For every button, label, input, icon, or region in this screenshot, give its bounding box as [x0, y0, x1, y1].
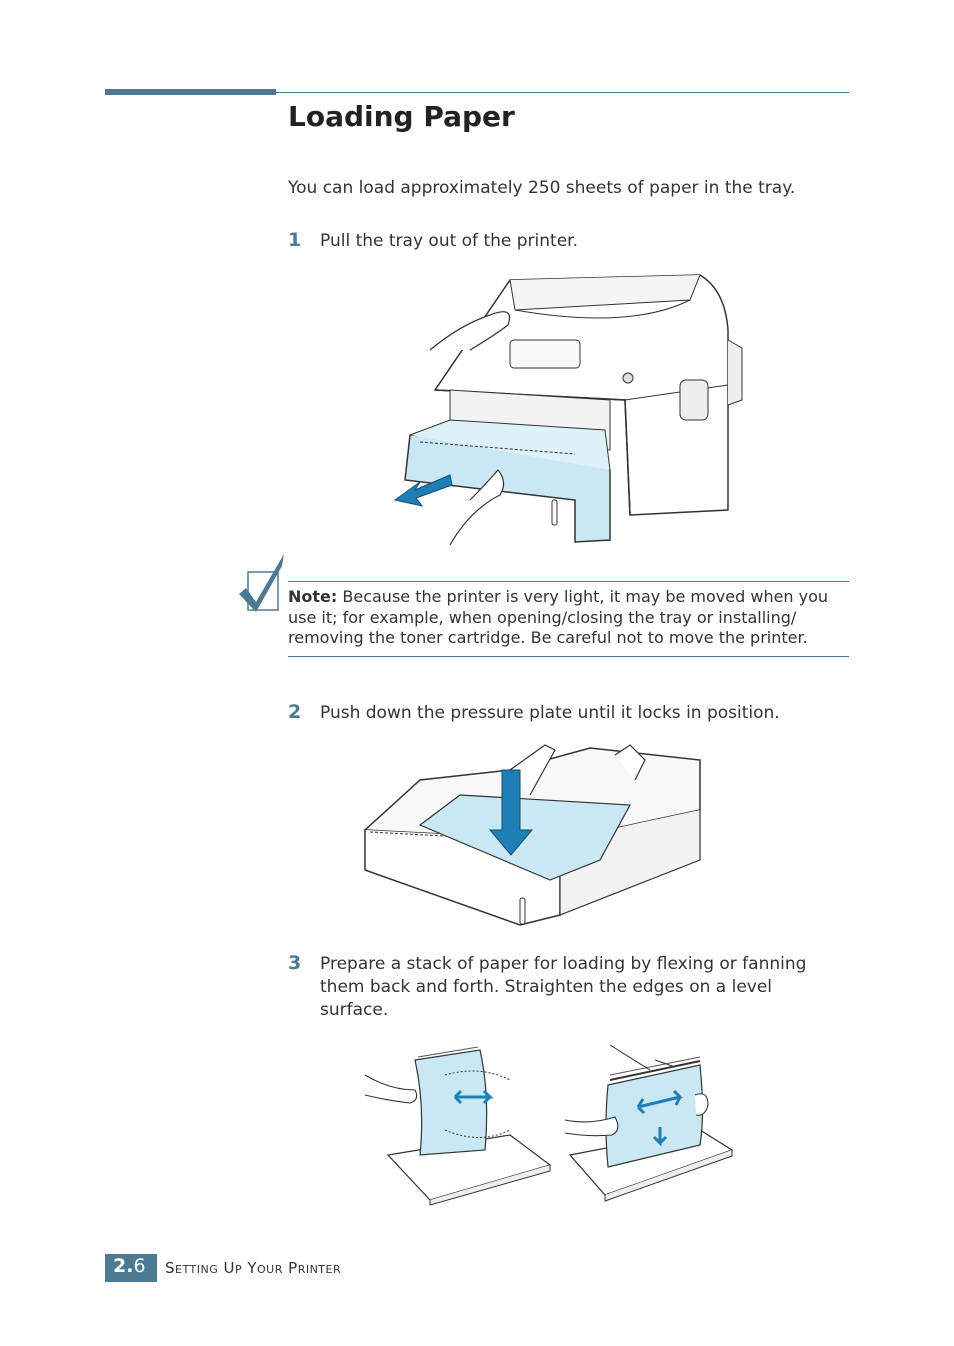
footer-section-title: Setting Up Your Printer — [165, 1259, 342, 1277]
checkmark-note-icon — [239, 554, 284, 612]
step-2-text: Push down the pressure plate until it lo… — [320, 703, 780, 723]
fan-paper-illustration — [364, 1044, 734, 1206]
step-3-line-1: Prepare a stack of paper for loading by … — [320, 954, 807, 974]
paper-tray-illustration — [363, 744, 701, 926]
footer-page: 6 — [133, 1255, 146, 1277]
step-3-line-3: surface. — [320, 1000, 389, 1020]
footer-page-number: 2.6 — [113, 1255, 146, 1277]
intro-text: You can load approximately 250 sheets of… — [288, 178, 796, 198]
note-line-2: use it; for example, when opening/closin… — [288, 607, 797, 627]
footer-page-badge — [105, 1254, 157, 1282]
step-1-text: Pull the tray out of the printer. — [320, 231, 578, 251]
printer-tray-illustration — [393, 274, 743, 546]
note-text: Note: Because the printer is very light,… — [288, 587, 849, 649]
note-line-1: Because the printer is very light, it ma… — [342, 587, 829, 606]
header-rule-thin — [276, 92, 849, 93]
step-3-line-2: them back and forth. Straighten the edge… — [320, 977, 773, 997]
step-2-number: 2 — [288, 701, 302, 723]
note-box — [288, 581, 849, 657]
note-line-3: removing the toner cartridge. Be careful… — [288, 628, 808, 647]
note-label: Note: — [288, 587, 338, 606]
step-1-number: 1 — [288, 229, 302, 251]
footer-chapter: 2. — [113, 1255, 134, 1277]
header-rule-thick — [105, 89, 276, 95]
step-3-number: 3 — [288, 952, 302, 974]
step-3-text: Prepare a stack of paper for loading by … — [320, 953, 806, 1022]
page-title: Loading Paper — [288, 100, 515, 133]
